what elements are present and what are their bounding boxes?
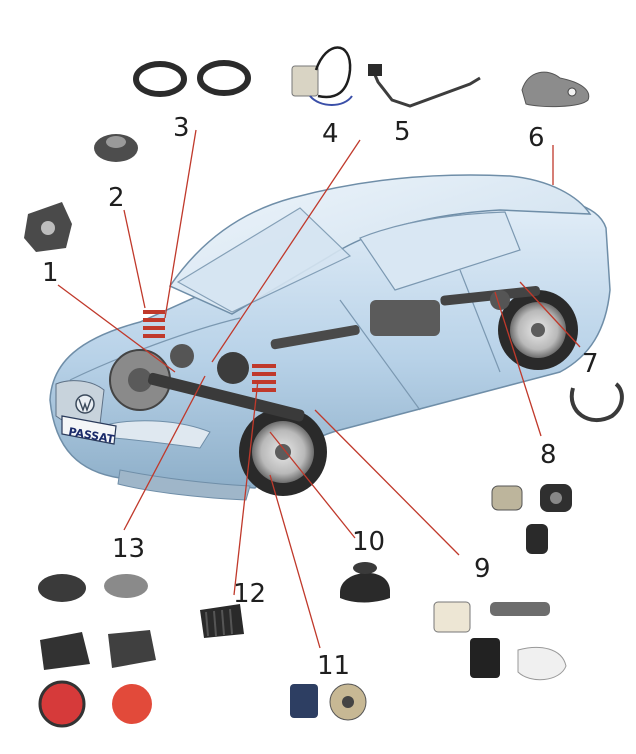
callout-5: 5 [394,117,411,147]
leader-lines [57,129,581,649]
callout-1: 1 [42,258,59,288]
part-1-engine-mount [24,202,72,252]
callout-3: 3 [173,113,190,143]
leader-12 [233,379,259,596]
leader-13 [123,375,206,531]
front-spring-right [252,364,276,392]
callout-11: 11 [317,651,350,681]
front-wheel [239,408,327,496]
front-spring-left [143,310,165,338]
callout-7: 7 [582,349,599,379]
part-5-pipe [368,64,481,108]
callout-10: 10 [352,527,385,557]
callout-6: 6 [528,123,545,153]
leader-2 [123,209,146,309]
part-8-bushings [491,484,572,554]
callout-4: 4 [322,119,339,149]
part-13-mounts [38,574,156,728]
callout-labels: 1 2 3 4 5 6 7 8 9 10 11 12 13 [42,113,599,681]
part-2-strut-mount [94,134,138,162]
part-6-bracket [521,71,590,108]
leader-10 [269,431,356,539]
leader-7 [519,281,581,348]
part-9-mounts [433,601,567,681]
leader-3 [164,129,197,319]
part-12-bellow [200,604,244,638]
part-10-dust-boot [340,562,390,603]
leader-1 [57,284,176,373]
callout-13: 13 [112,534,145,564]
part-4-sensor [291,46,353,106]
callout-9: 9 [474,554,491,584]
callout-2: 2 [108,183,125,213]
leader-11 [269,474,321,649]
part-7-circlip [569,382,624,423]
part-3-rubber-rings [133,60,251,97]
callout-8: 8 [540,440,557,470]
part-11-bushes [290,683,367,721]
leader-9 [314,409,460,556]
callout-12: 12 [233,579,266,609]
leader-8 [494,291,542,437]
leader-4 [211,139,361,363]
chassis-parts [147,285,541,422]
